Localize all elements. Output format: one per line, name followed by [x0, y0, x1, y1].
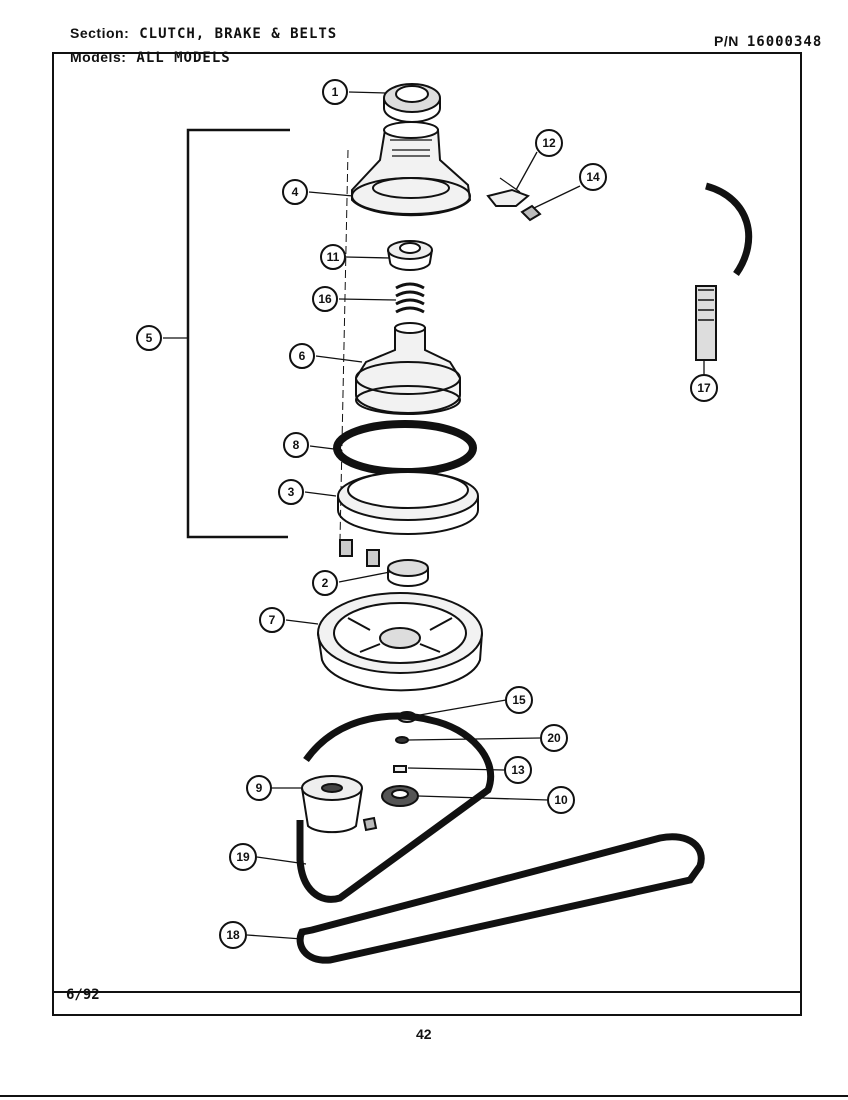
callout-1-label: 1: [332, 85, 339, 99]
callout-19: 19: [229, 843, 257, 871]
callout-11-label: 11: [327, 250, 340, 264]
page-bottom-rule: [0, 1095, 848, 1097]
callout-9: 9: [246, 775, 272, 801]
callout-14: 14: [579, 163, 607, 191]
section-value: CLUTCH, BRAKE & BELTS: [139, 26, 338, 42]
part-3-brake-drum: [337, 471, 479, 535]
callout-13: 13: [504, 756, 532, 784]
part-13-spacer: [393, 765, 407, 773]
callout-2-label: 2: [322, 576, 329, 590]
callout-2: 2: [312, 570, 338, 596]
part-19-belt: [296, 712, 495, 903]
centerline: [339, 149, 349, 541]
part-10-idler: [381, 785, 419, 807]
page-number: 42: [416, 1026, 432, 1042]
section-heading: Section: CLUTCH, BRAKE & BELTS: [70, 25, 337, 42]
callout-8-label: 8: [293, 438, 300, 452]
part-6-clutch-hub: [355, 322, 461, 415]
callout-12-label: 12: [542, 136, 556, 150]
callout-4: 4: [282, 179, 308, 205]
callout-4-label: 4: [292, 185, 299, 199]
callout-3-label: 3: [288, 485, 295, 499]
assembly-bracket: [186, 128, 290, 539]
callout-16: 16: [312, 286, 338, 312]
part-1-bearing: [383, 83, 441, 123]
part-number-label: P/N: [714, 33, 739, 49]
callout-7: 7: [259, 607, 285, 633]
callout-6-label: 6: [299, 349, 306, 363]
callout-10: 10: [547, 786, 575, 814]
bolt-right: [366, 549, 380, 567]
callout-3: 3: [278, 479, 304, 505]
callout-20: 20: [540, 724, 568, 752]
setscrew: [362, 816, 378, 832]
section-label: Section:: [70, 25, 130, 41]
part-2-bearing: [387, 559, 429, 587]
part-14-screw: [520, 204, 542, 222]
diagram-frame: [52, 52, 802, 1016]
callout-5: 5: [136, 325, 162, 351]
part-4-brake-housing: [351, 121, 472, 217]
callout-17: 17: [690, 374, 718, 402]
callout-19-label: 19: [236, 850, 250, 864]
callout-18: 18: [219, 921, 247, 949]
part-17-brake-shoe: [695, 182, 753, 361]
models-value: ALL MODELS: [136, 50, 231, 66]
callout-6: 6: [289, 343, 315, 369]
footer-divider: [52, 991, 802, 993]
callout-12: 12: [535, 129, 563, 157]
callout-14-label: 14: [586, 170, 600, 184]
part-12-bracket: [486, 188, 530, 207]
callouts: 1 2 3 4 5 6 7 8 9 10 11 12 13 14 15 16 1…: [136, 79, 718, 949]
callout-11: 11: [320, 244, 346, 270]
part-16-spring: [395, 282, 425, 314]
callout-1: 1: [322, 79, 348, 105]
callout-7-label: 7: [269, 613, 276, 627]
callout-17-label: 17: [697, 381, 711, 395]
part-number-value: 16000348: [746, 34, 823, 50]
callout-9-label: 9: [256, 781, 263, 795]
callout-15: 15: [505, 686, 533, 714]
bolt-left: [339, 539, 353, 557]
part-number: P/N 16000348: [714, 33, 822, 50]
revision-date: 6/92: [66, 987, 100, 1003]
callout-15-label: 15: [512, 693, 526, 707]
callout-10-label: 10: [554, 793, 568, 807]
callout-13-label: 13: [511, 763, 525, 777]
part-18-belt: [296, 833, 705, 964]
part-20-washer: [395, 736, 409, 744]
part-11-collar: [387, 240, 433, 271]
callout-5-label: 5: [146, 331, 153, 345]
callout-8: 8: [283, 432, 309, 458]
callout-16-label: 16: [318, 292, 332, 306]
part-8-gasket: [333, 420, 477, 476]
callout-18-label: 18: [226, 928, 240, 942]
part-9-motor-pulley: [301, 775, 363, 834]
callout-20-label: 20: [547, 731, 561, 745]
part-7-pulley: [317, 592, 483, 692]
